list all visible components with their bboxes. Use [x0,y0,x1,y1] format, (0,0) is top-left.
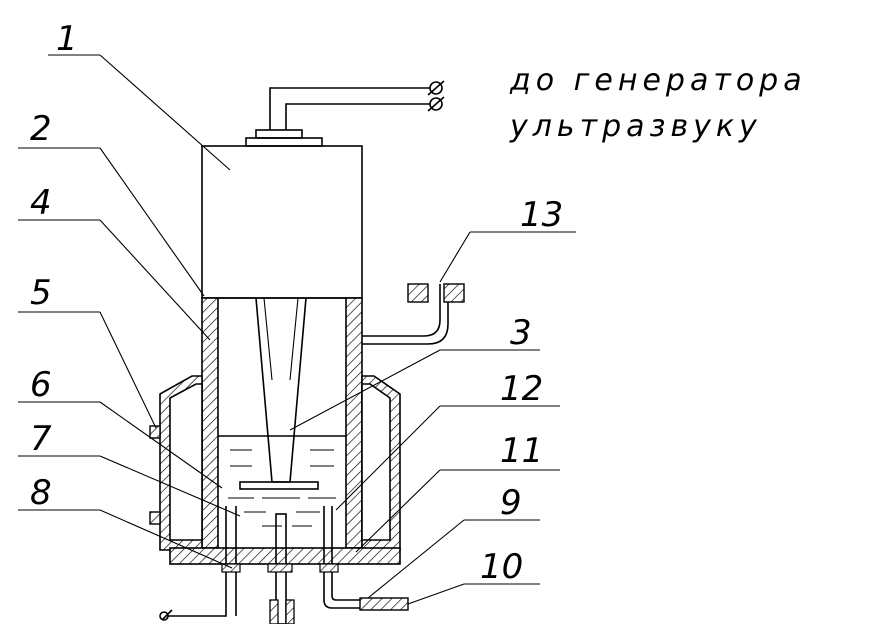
label-8: 8 [30,473,52,513]
ultrasonic-horn [239,297,319,490]
label-2: 2 [30,109,52,149]
label-13: 13 [520,195,563,235]
label-10: 10 [480,547,523,587]
label-11: 11 [500,431,543,471]
leader-lines [18,54,576,605]
generator-leads [245,80,445,147]
label-5: 5 [30,273,52,313]
label-12: 12 [500,369,543,409]
caption-line-2: ультразвуку [509,109,762,144]
label-6: 6 [30,365,52,405]
caption-line-1: до генератора [509,63,807,98]
cooling-jacket [149,375,401,551]
label-1: 1 [56,19,78,59]
inner-vessel [201,297,363,549]
side-outlet-pipe [362,283,465,345]
label-4: 4 [30,183,52,223]
label-7: 7 [30,419,52,459]
transducer-housing [201,145,363,299]
liquid [218,435,346,527]
label-9: 9 [500,483,522,523]
label-3: 3 [510,313,532,353]
